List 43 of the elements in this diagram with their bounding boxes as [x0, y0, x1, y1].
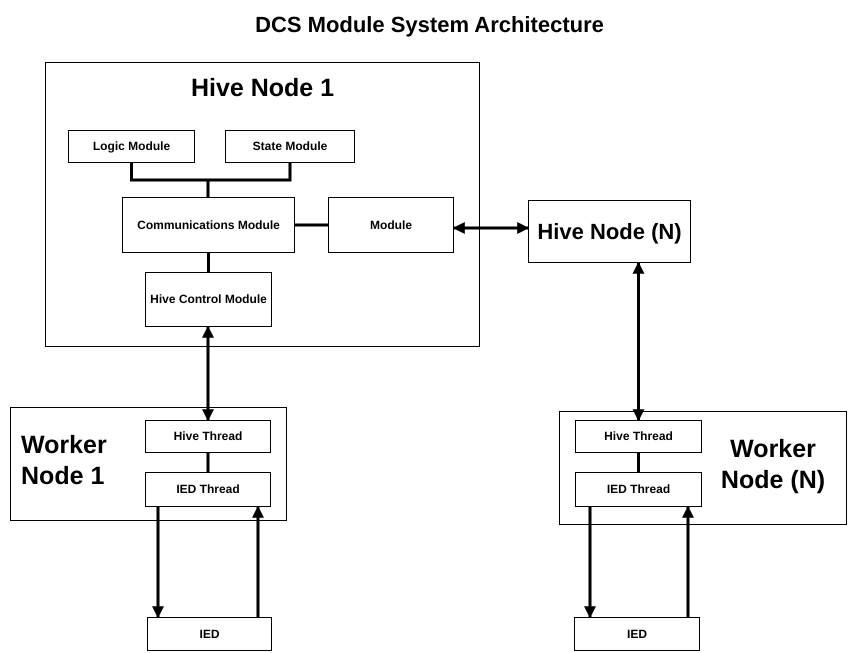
box-label: IED [199, 626, 220, 642]
arrow [252, 506, 264, 617]
box-label: Hive Node (N) [537, 218, 682, 246]
module-box [147, 617, 272, 651]
box-label: Module [370, 218, 412, 232]
box-label: Hive Thread [174, 429, 242, 444]
connector-line [206, 163, 292, 197]
box-label: IED [626, 626, 647, 642]
box-label: Hive Control Module [150, 292, 267, 307]
arrow [452, 222, 530, 234]
box-label: Hive Thread [604, 429, 673, 444]
node-box [528, 200, 691, 263]
group-box [559, 411, 847, 525]
arrow [584, 507, 596, 618]
arrow [152, 507, 164, 618]
box-label: IED Thread [606, 482, 670, 497]
box-label: Communications Module [137, 218, 280, 232]
connector-line [206, 453, 210, 472]
group-box [45, 62, 480, 347]
arrow [632, 262, 644, 422]
connector-line [295, 224, 328, 226]
diagram-title: DCS Module System Architecture [254, 11, 605, 39]
module-box [328, 197, 454, 253]
box-label: State Module [252, 139, 328, 154]
module-box [574, 617, 700, 651]
arrow [202, 326, 214, 422]
module-box [575, 472, 702, 507]
connector-line [637, 453, 640, 472]
group-title: Hive Node 1 [190, 73, 336, 104]
module-box [68, 130, 195, 163]
module-box [122, 197, 295, 253]
group-title: Worker Node (N) [720, 434, 826, 496]
connector-line [207, 253, 210, 272]
box-label: Logic Module [92, 139, 170, 154]
module-box [145, 472, 271, 507]
group-box [10, 407, 287, 521]
box-label: IED Thread [176, 482, 240, 497]
module-box [575, 420, 702, 453]
module-box [145, 420, 271, 453]
arrow [682, 506, 694, 617]
module-box [145, 272, 272, 327]
module-box [225, 130, 355, 163]
group-title: Worker Node 1 [21, 430, 108, 492]
